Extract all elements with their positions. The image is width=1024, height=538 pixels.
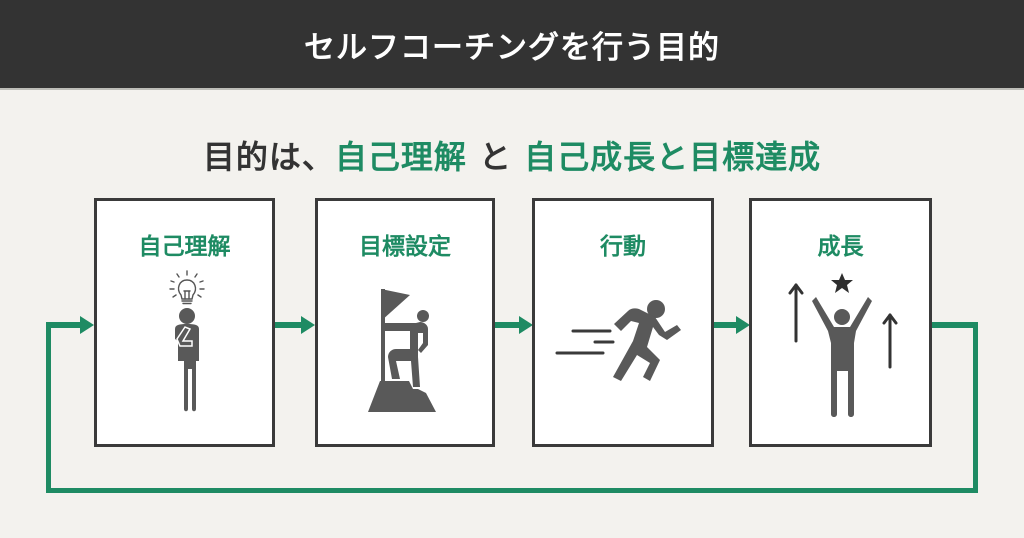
step-box-self-understanding: 自己理解 [94, 198, 275, 447]
arrow-head-icon [301, 316, 315, 334]
arrow-head-icon [519, 316, 533, 334]
subtitle-highlight-1: 自己理解 [334, 138, 467, 176]
subtitle-highlight-2: 自己成長と目標達成 [524, 138, 822, 176]
header-bar: セルフコーチングを行う目的 [0, 0, 1024, 90]
step-label: 目標設定 [359, 234, 451, 260]
step-label: 成長 [817, 234, 864, 260]
step-box-action: 行動 [532, 198, 714, 447]
running-person-icon [555, 300, 681, 381]
star-icon [831, 273, 853, 293]
step-box-growth: 成長 [749, 198, 932, 447]
arrow-head-icon [736, 316, 750, 334]
person-flag-summit-icon [368, 289, 436, 412]
step-box-goal-setting: 目標設定 [315, 198, 495, 447]
step-label: 自己理解 [138, 234, 231, 260]
step-label: 行動 [600, 234, 646, 260]
page-title: セルフコーチングを行う目的 [304, 29, 720, 66]
arrow-head-icon [80, 316, 94, 334]
person-arms-raised-star-icon [788, 273, 898, 417]
subtitle-lead: 目的は、 [202, 138, 335, 176]
subtitle: 目的は、自己理解 と 自己成長と目標達成 [0, 132, 1024, 178]
thinking-person-lightbulb-icon [169, 270, 205, 412]
subtitle-connector: と [466, 138, 525, 176]
